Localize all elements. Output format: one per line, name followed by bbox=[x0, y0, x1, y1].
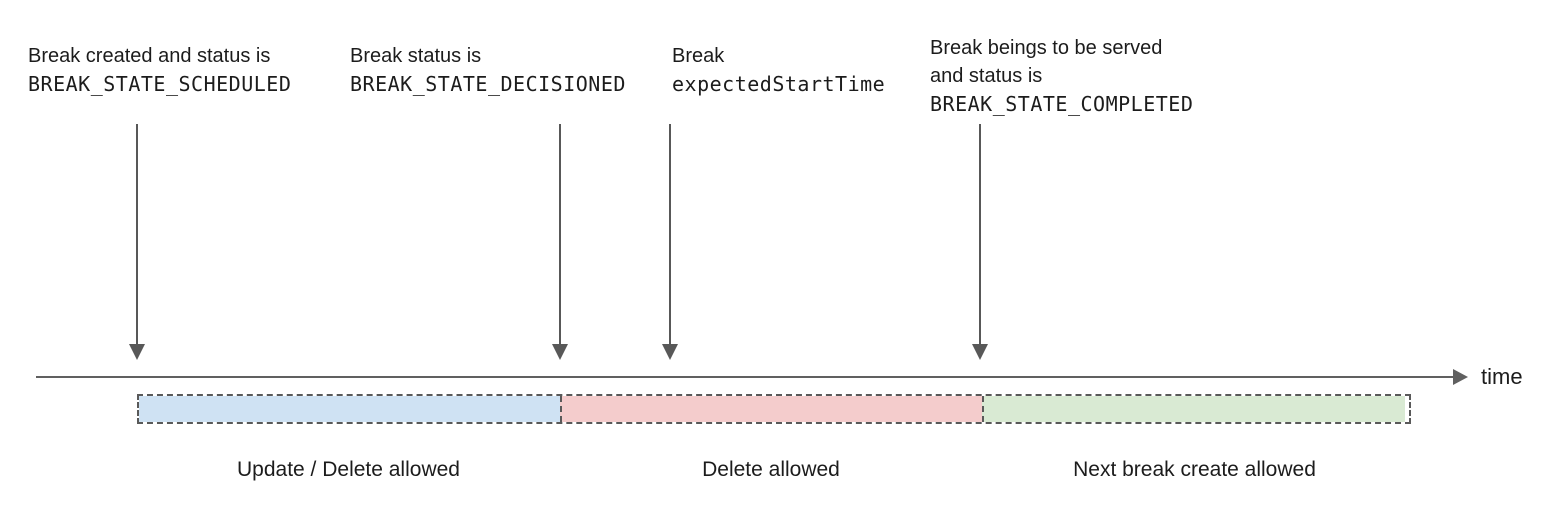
segment-delete-allowed bbox=[560, 396, 982, 422]
annotation-expected-start-time: Break expectedStartTime bbox=[672, 42, 885, 98]
segment-label-delete: Delete allowed bbox=[702, 458, 840, 481]
annotation-break-completed: Break beings to be served and status is … bbox=[930, 34, 1193, 118]
arrow-shaft bbox=[669, 124, 671, 346]
annotation-code-text: expectedStartTime bbox=[672, 72, 886, 96]
segment-label-update-delete: Update / Delete allowed bbox=[237, 458, 460, 481]
annotation-text: and status is bbox=[930, 65, 1043, 87]
arrow-shaft bbox=[979, 124, 981, 346]
segment-divider bbox=[982, 396, 984, 422]
annotation-break-decisioned: Break status is BREAK_STATE_DECISIONED bbox=[350, 42, 626, 98]
annotation-break-scheduled: Break created and status is BREAK_STATE_… bbox=[28, 42, 291, 98]
arrowhead-icon bbox=[552, 344, 568, 360]
annotation-text: Break bbox=[672, 45, 725, 67]
segment-next-break-create-allowed bbox=[982, 396, 1405, 422]
segment-label-next-break-create: Next break create allowed bbox=[1073, 458, 1316, 481]
segment-update-delete-allowed bbox=[139, 396, 560, 422]
segment-divider bbox=[560, 396, 562, 422]
arrowhead-icon bbox=[972, 344, 988, 360]
time-axis-label: time bbox=[1481, 364, 1523, 389]
down-arrow-icon bbox=[129, 124, 145, 360]
time-axis-arrowhead-icon bbox=[1453, 369, 1468, 385]
arrow-shaft bbox=[136, 124, 138, 346]
down-arrow-icon bbox=[552, 124, 568, 360]
annotation-text: Break status is bbox=[350, 45, 482, 67]
annotation-text: Break created and status is bbox=[28, 45, 271, 67]
down-arrow-icon bbox=[662, 124, 678, 360]
down-arrow-icon bbox=[972, 124, 988, 360]
annotation-code-text: BREAK_STATE_COMPLETED bbox=[930, 92, 1194, 116]
time-axis-line bbox=[36, 376, 1455, 378]
annotation-code-text: BREAK_STATE_SCHEDULED bbox=[28, 72, 292, 96]
arrow-shaft bbox=[559, 124, 561, 346]
annotation-text: Break beings to be served bbox=[930, 37, 1163, 59]
arrowhead-icon bbox=[662, 344, 678, 360]
timeline-segment-bar bbox=[137, 394, 1411, 424]
arrowhead-icon bbox=[129, 344, 145, 360]
annotation-code-text: BREAK_STATE_DECISIONED bbox=[350, 72, 626, 96]
